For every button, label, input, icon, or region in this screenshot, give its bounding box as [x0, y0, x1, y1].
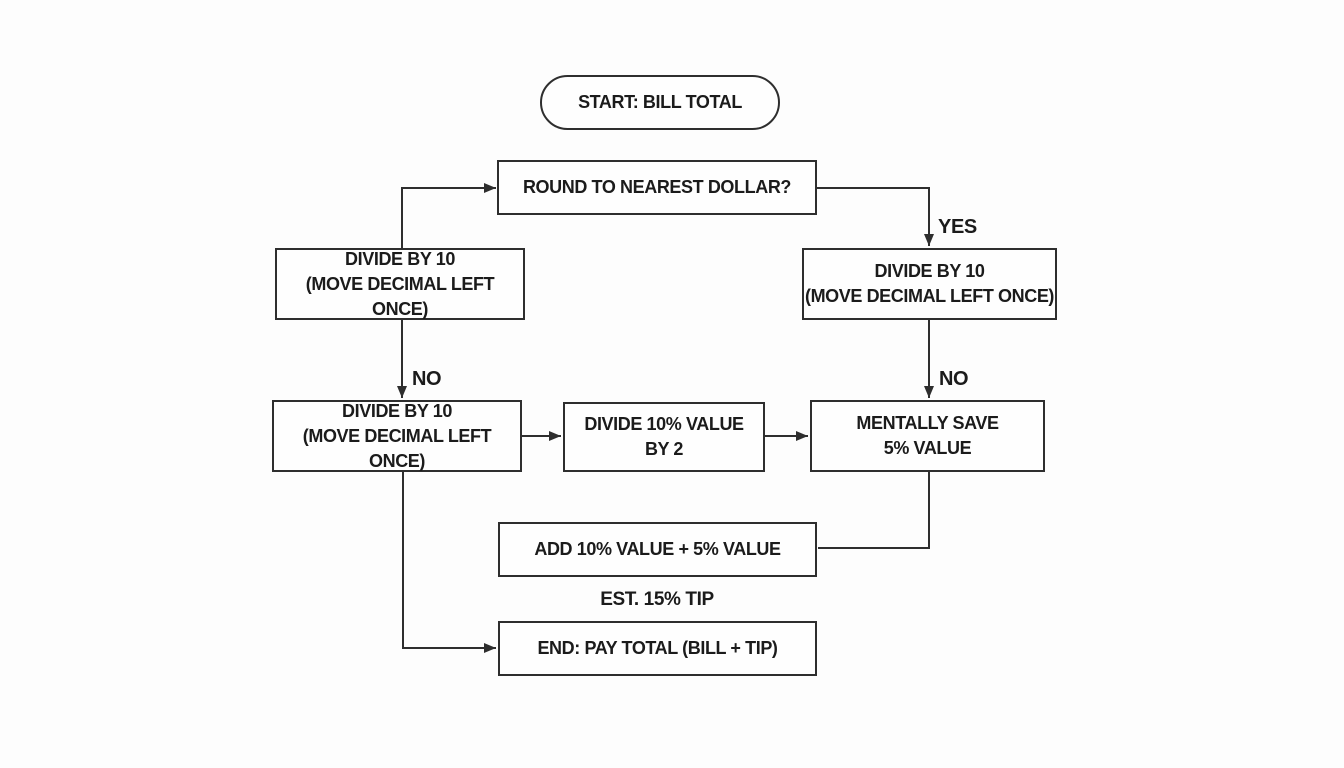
edge-label-no-left: NO [412, 368, 442, 390]
edge-label-no-right: NO [939, 368, 969, 390]
node-end: END: PAY TOTAL (BILL + TIP) [498, 621, 817, 676]
node-divide-by-10-bottom-left: DIVIDE BY 10 (MOVE DECIMAL LEFT ONCE) [272, 400, 522, 472]
node-divide-by-10-top-left: DIVIDE BY 10 (MOVE DECIMAL LEFT ONCE) [275, 248, 525, 320]
node-round-decision: ROUND TO NEAREST DOLLAR? [497, 160, 817, 215]
node-start: START: BILL TOTAL [540, 75, 780, 130]
node-add-values: ADD 10% VALUE + 5% VALUE [498, 522, 817, 577]
node-divide-10pct-by-2: DIVIDE 10% VALUE BY 2 [563, 402, 765, 472]
edge-divide-top-left-to-round [401, 183, 496, 248]
edge-divide-bottom-left-to-end [402, 472, 496, 653]
node-divide-by-10-top-right: DIVIDE BY 10 (MOVE DECIMAL LEFT ONCE) [802, 248, 1057, 320]
edge-save-to-add [818, 472, 930, 549]
edge-label-yes: YES [938, 216, 977, 238]
edge-round-to-divide-top-right [817, 187, 934, 246]
caption-est-15pct-tip: EST. 15% TIP [600, 589, 714, 610]
node-mentally-save-5pct: MENTALLY SAVE 5% VALUE [810, 400, 1045, 472]
